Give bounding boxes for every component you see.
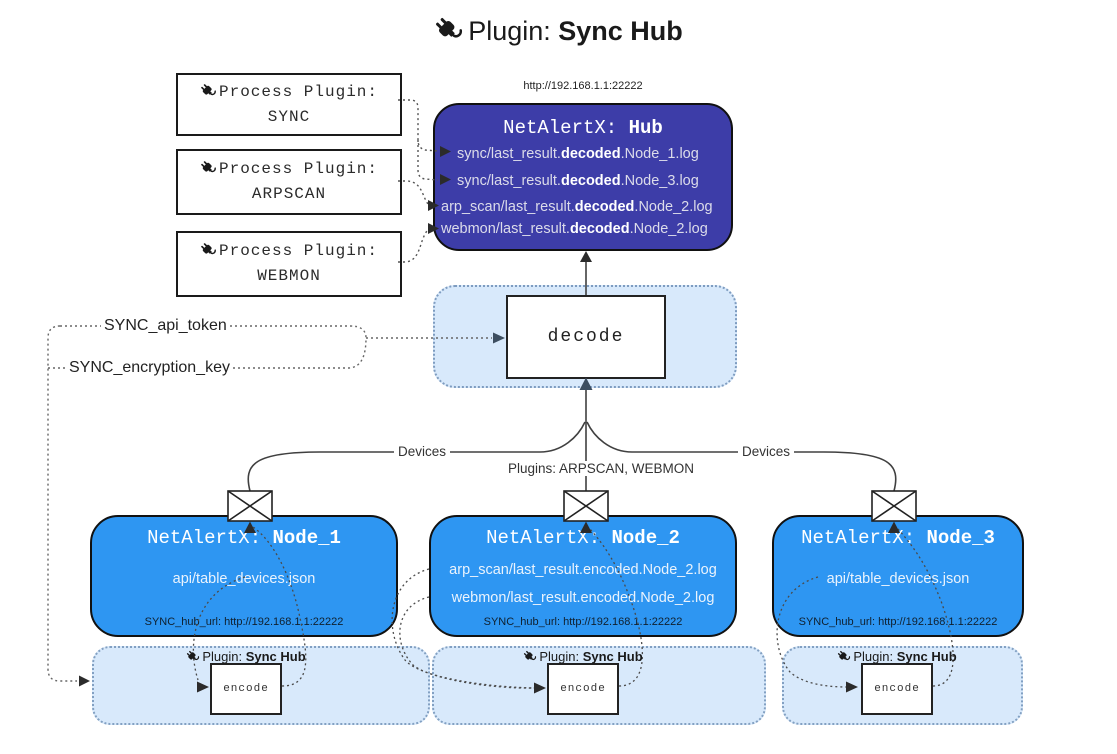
hub-log-line: arp_scan/last_result.decoded.Node_2.log [441,199,713,215]
arrow-icon [79,675,90,687]
node3-title: NetAlertX: Node_3 [801,527,995,549]
devices-left-label: Devices [394,444,451,459]
page-title-prefix: Plugin: [468,16,559,46]
process-plugin-label: Process Plugin: [178,80,400,105]
plug-icon [200,242,217,259]
node2-file: webmon/last_result.encoded.Node_2.log [451,590,715,606]
node1-hub-url: SYNC_hub_url: http://192.168.1.1:22222 [144,616,344,628]
node1-box: NetAlertX: Node_1 api/table_devices.json… [90,515,398,637]
process-plugin-box-webmon: Process Plugin: WEBMON [176,231,402,297]
process-plugin-text: Process Plugin: [218,160,379,179]
plug-icon [200,160,217,177]
hub-title: NetAlertX: Hub [435,117,731,139]
encoder2-label: Plugin: Sync Hub [503,649,663,664]
edge-settings-to-encoders [47,325,77,682]
hub-log-line: webmon/last_result.decoded.Node_2.log [441,221,708,237]
hub-title-prefix: NetAlertX: [503,117,629,139]
page-title: Plugin: Sync Hub [0,16,1117,47]
hub-box: NetAlertX: Hub sync/last_result.decoded.… [433,103,733,251]
process-plugin-box-arpscan: Process Plugin: ARPSCAN [176,149,402,215]
node1-file: api/table_devices.json [172,571,316,587]
plugins-center-label: Plugins: ARPSCAN, WEBMON [504,461,699,476]
process-plugin-name: WEBMON [257,267,321,285]
edge-arpscan-to-hub [398,180,429,205]
node2-file: arp_scan/last_result.encoded.Node_2.log [449,562,717,578]
encoder1-label: Plugin: Sync Hub [166,649,326,664]
edge-sync-to-hub1 [398,99,439,152]
sync-encryption-key-label: SYNC_encryption_key [66,359,233,377]
node2-box: NetAlertX: Node_2 arp_scan/last_result.e… [429,515,737,637]
plug-icon [523,650,537,664]
devices-right-label: Devices [738,444,795,459]
arrow-icon [580,251,592,262]
plug-icon [837,650,851,664]
node3-box: NetAlertX: Node_3 api/table_devices.json… [772,515,1024,637]
encoder3-label: Plugin: Sync Hub [817,649,977,664]
node2-title: NetAlertX: Node_2 [486,527,680,549]
edge-webmon-to-hub [398,230,428,263]
node3-hub-url: SYNC_hub_url: http://192.168.1.1:22222 [798,616,998,628]
encode1-box: encode [210,663,282,715]
node1-title: NetAlertX: Node_1 [147,527,341,549]
process-plugin-name: SYNC [267,107,311,126]
hub-log-line: sync/last_result.decoded.Node_1.log [457,146,699,162]
plug-icon [200,83,217,100]
plug-icon [434,16,464,46]
process-plugin-label: Process Plugin: [178,239,400,264]
decode-box: decode [506,295,666,379]
process-plugin-name: ARPSCAN [251,185,327,203]
encode3-box: encode [861,663,933,715]
node2-hub-url: SYNC_hub_url: http://192.168.1.1:22222 [483,616,683,628]
encode2-box: encode [547,663,619,715]
hub-title-name: Hub [628,117,663,139]
hub-log-line: sync/last_result.decoded.Node_3.log [457,173,699,189]
process-plugin-label: Process Plugin: [178,157,400,182]
process-plugin-text: Process Plugin: [218,242,379,261]
plug-icon [186,650,200,664]
page-title-name: Sync Hub [558,16,683,46]
sync-api-token-label: SYNC_api_token [101,317,230,335]
process-plugin-box-sync: Process Plugin: SYNC [176,73,402,136]
decode-label: decode [547,327,625,347]
hub-url: http://192.168.1.1:22222 [523,80,643,92]
process-plugin-text: Process Plugin: [218,82,379,101]
node3-file: api/table_devices.json [826,571,970,587]
